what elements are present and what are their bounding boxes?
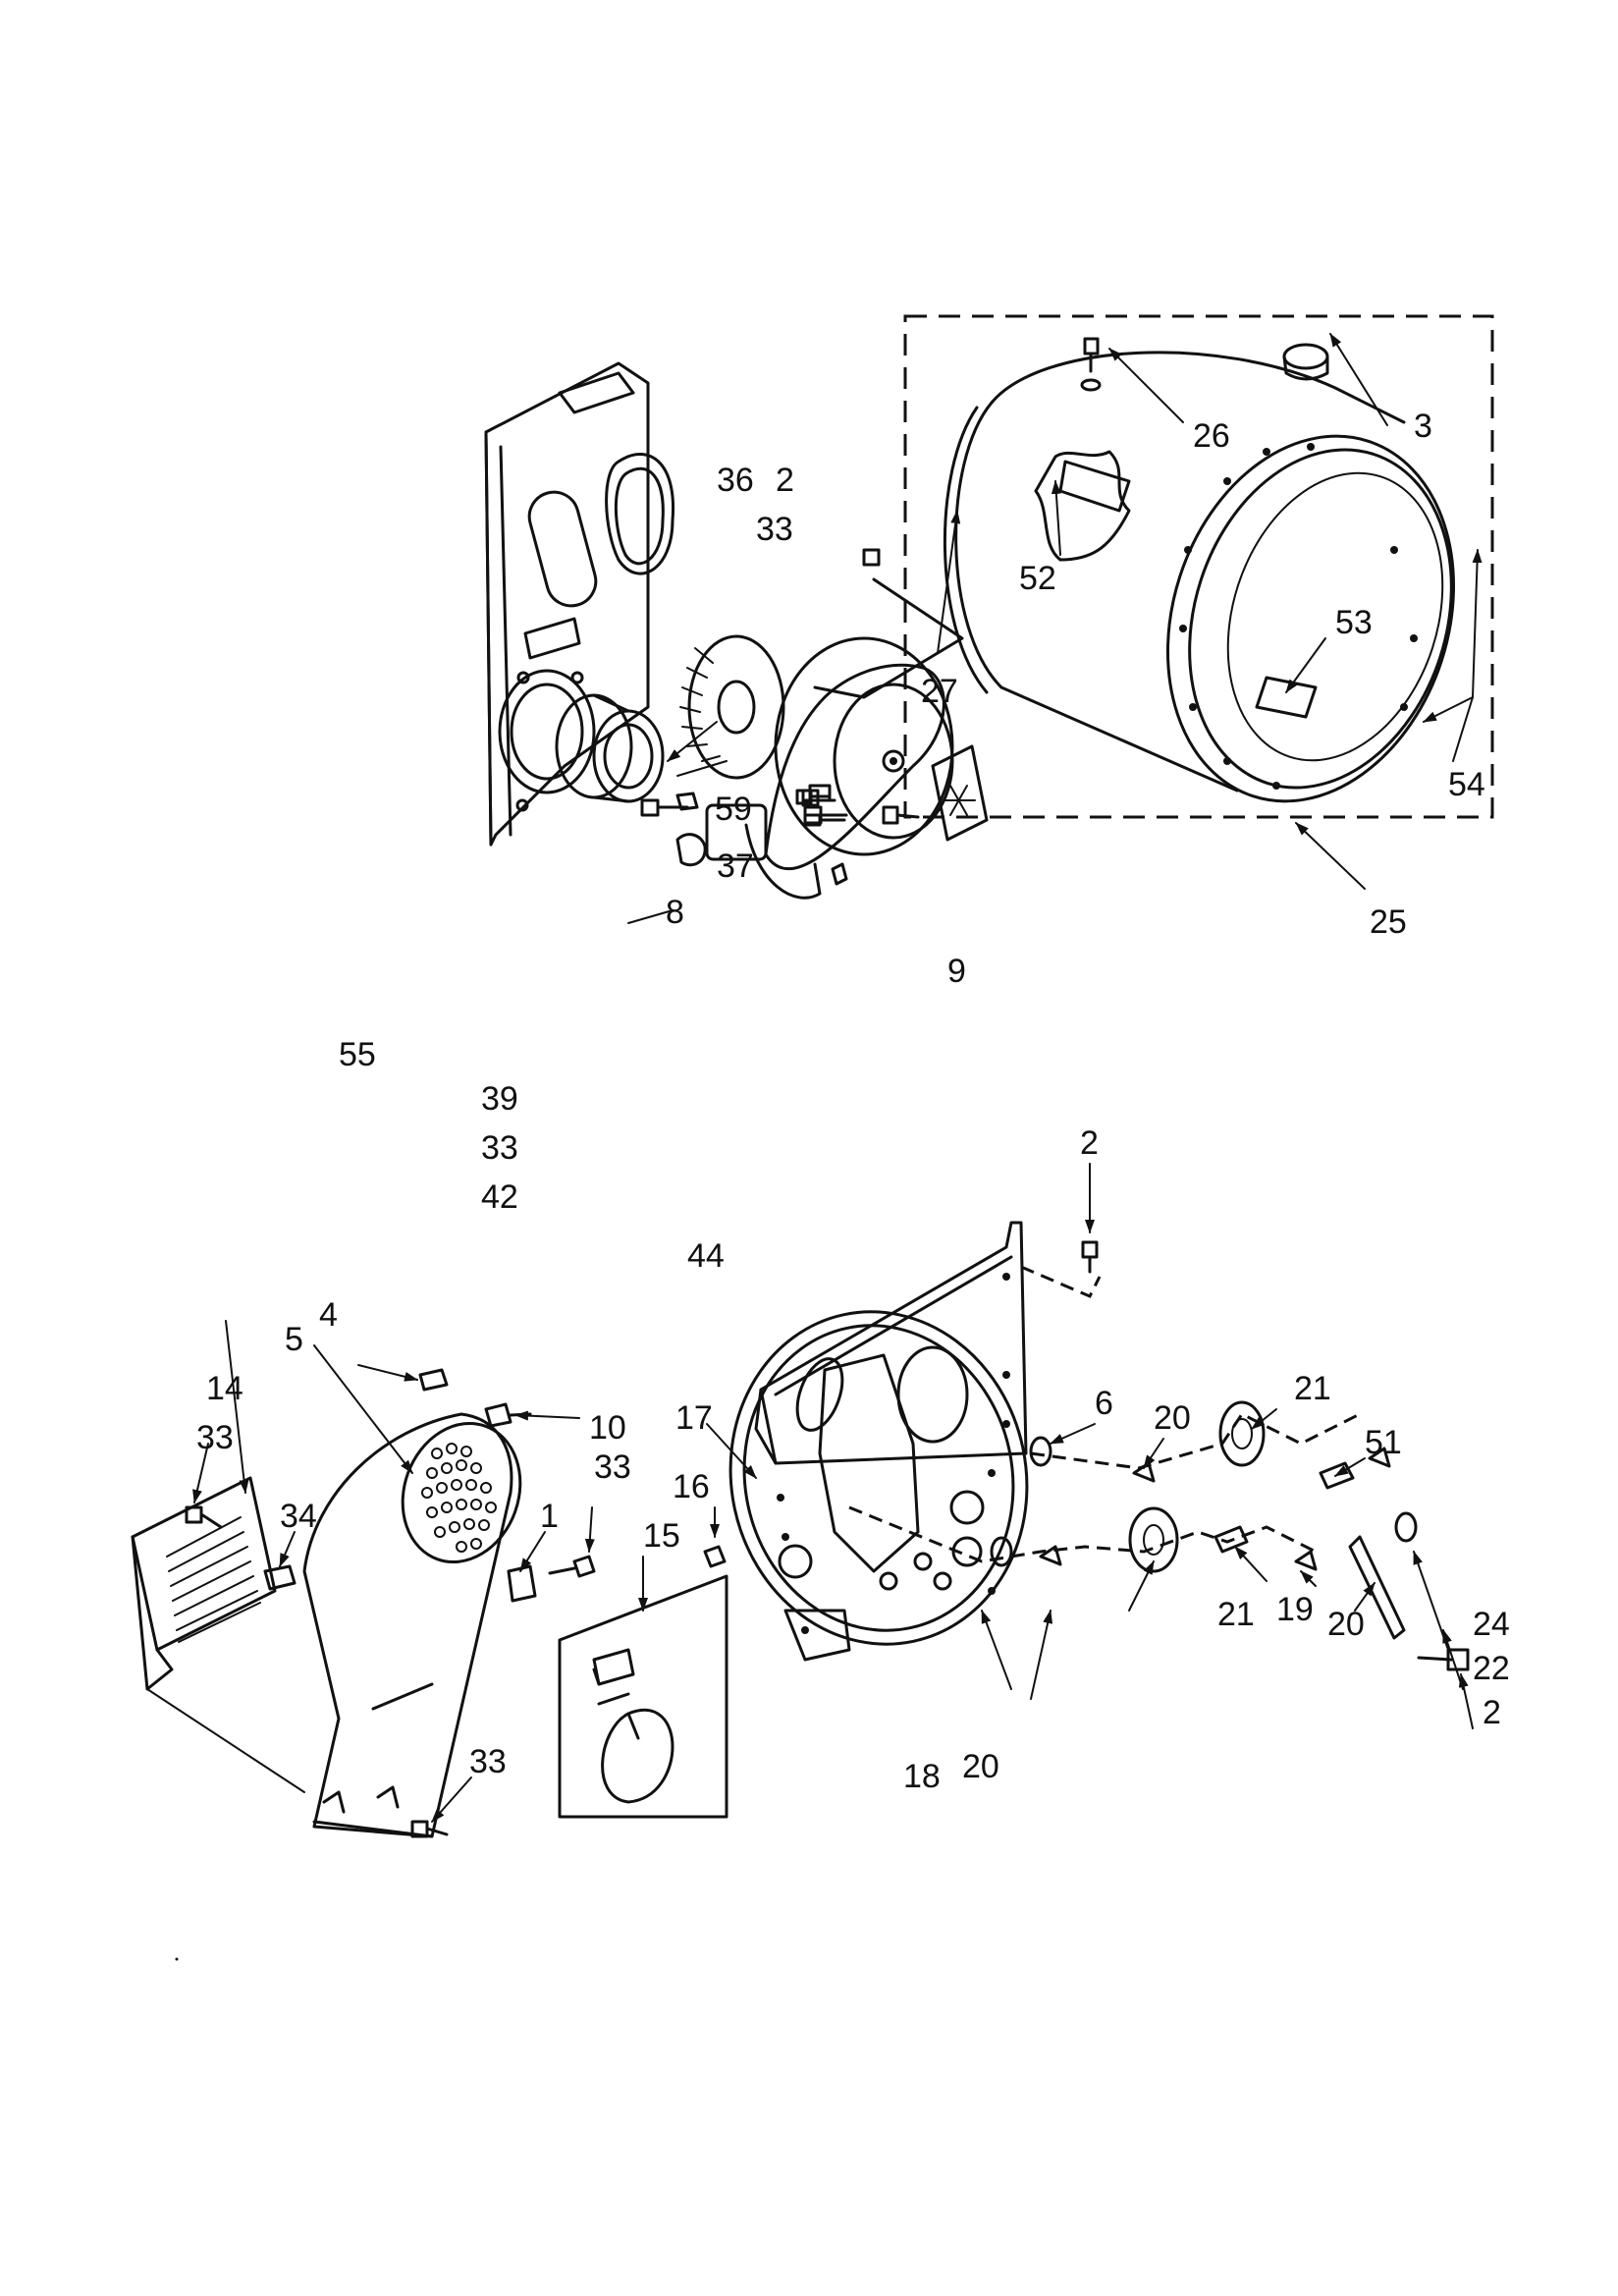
drum-glide-part-3 [1282, 343, 1329, 370]
blower-wheel [687, 634, 785, 780]
callout-37: 37 [717, 847, 754, 885]
motor-body [744, 823, 822, 900]
callout-17: 17 [675, 1399, 713, 1437]
clip [418, 1368, 449, 1392]
rear-panel-heater-duct [818, 1353, 920, 1573]
callout-4: 4 [319, 1296, 338, 1334]
callout-51: 51 [1365, 1424, 1402, 1461]
callout-2: 2 [1080, 1124, 1099, 1162]
callout-26: 26 [1193, 417, 1230, 455]
bulkhead-lint-opening [527, 490, 598, 608]
thermal-fuse [931, 744, 989, 842]
callout-54: 54 [1448, 766, 1485, 803]
callout-15: 15 [643, 1517, 680, 1555]
callout-33: 33 [481, 1129, 518, 1167]
callout-24: 24 [1473, 1606, 1510, 1643]
callout-16: 16 [673, 1468, 710, 1505]
callout-labels: 3 26 52 53 27 54 25 36 2 33 59 37 8 9 55… [196, 408, 1510, 1795]
motor-clamp [675, 833, 707, 867]
washer [990, 1536, 1013, 1567]
callout-2: 2 [776, 462, 794, 499]
motor-wiring [813, 577, 964, 699]
drum-front-rim [954, 401, 1003, 689]
scan-mark [175, 1957, 179, 1961]
callout-53: 53 [1335, 604, 1373, 641]
heater-bracket [263, 1564, 297, 1591]
idler-arm [1348, 1535, 1406, 1640]
bulkhead-blower-opening [498, 669, 596, 794]
rear-panel-drum-opening [728, 1310, 1029, 1646]
callout-39: 39 [481, 1080, 518, 1118]
bulkhead-seal [605, 453, 675, 575]
callout-8: 8 [666, 894, 684, 931]
nut [703, 1545, 727, 1568]
callout-1: 1 [540, 1498, 559, 1535]
callout-34: 34 [280, 1498, 317, 1535]
callout-14: 14 [206, 1370, 243, 1407]
callout-25: 25 [1370, 903, 1407, 941]
drum-assembly-box [903, 314, 1494, 819]
heater-assembly [131, 1320, 596, 1838]
callout-33: 33 [594, 1449, 631, 1486]
callout-2: 2 [1483, 1694, 1501, 1731]
callout-27: 27 [921, 673, 958, 710]
drum-top-edge [990, 351, 1406, 424]
drum-assembly [903, 314, 1494, 890]
heater-housing [302, 1412, 513, 1838]
callout-19: 19 [1276, 1591, 1314, 1628]
callout-9: 9 [947, 953, 966, 990]
callout-33: 33 [196, 1419, 234, 1456]
callout-20: 20 [962, 1748, 999, 1785]
drive-motor [774, 636, 954, 856]
thermostat [507, 1564, 537, 1603]
callout-33: 33 [469, 1743, 507, 1780]
kit-box [558, 1574, 728, 1819]
callout-52: 52 [1019, 560, 1056, 597]
drum-cutaway [1034, 450, 1131, 562]
callout-42: 42 [481, 1178, 518, 1216]
callout-6: 6 [1095, 1385, 1113, 1422]
callout-20: 20 [1327, 1606, 1365, 1643]
callout-36: 36 [717, 462, 754, 499]
callout-10: 10 [589, 1409, 626, 1447]
callout-3: 3 [1414, 408, 1432, 445]
callout-20: 20 [1154, 1399, 1191, 1437]
callout-22: 22 [1473, 1650, 1510, 1687]
roller-shaft [1214, 1525, 1249, 1554]
callout-44: 44 [687, 1237, 725, 1275]
callout-55: 55 [339, 1036, 376, 1073]
bulkhead-blower-assembly [484, 361, 989, 924]
callout-59: 59 [715, 791, 752, 828]
callout-21: 21 [1294, 1370, 1331, 1407]
drum-support-roller [1218, 1400, 1266, 1467]
kit-wire-loop [601, 1708, 674, 1804]
callout-18: 18 [903, 1758, 941, 1795]
callout-5: 5 [285, 1321, 303, 1358]
callout-21: 21 [1217, 1596, 1255, 1633]
rear-panel-assembly [703, 1163, 1474, 1729]
drum-inlet-duct [1058, 460, 1131, 513]
washer [1029, 1436, 1052, 1467]
washer [1394, 1511, 1418, 1543]
drum-rear-opening [1165, 434, 1456, 803]
drum-baffle [1255, 676, 1318, 719]
thermostat-kit [558, 1556, 728, 1819]
heating-element [131, 1476, 277, 1652]
rear-panel [754, 1221, 1028, 1465]
callout-33: 33 [756, 511, 793, 548]
